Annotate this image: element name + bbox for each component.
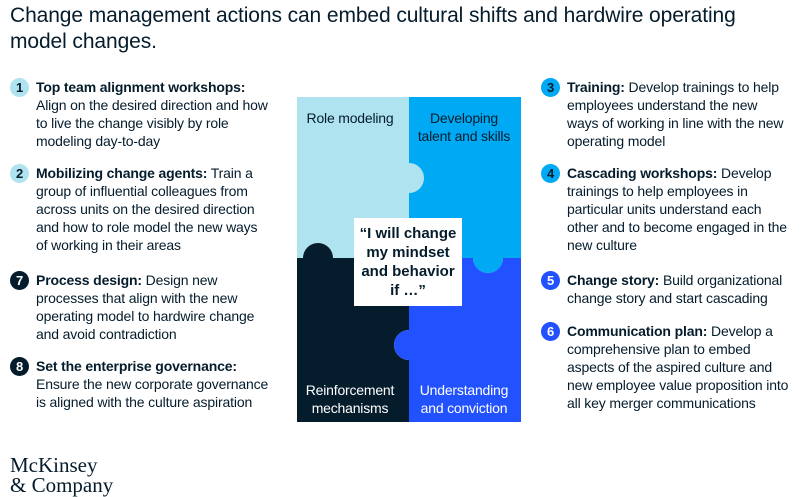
action-description: Align on the desired direction and how t… (36, 97, 268, 149)
page-title: Change management actions can embed cult… (10, 4, 736, 53)
center-quote: “I will change my mindset and behavior i… (354, 218, 462, 306)
action-description: Build organizational change story and st… (567, 272, 783, 306)
number-badge-5: 5 (541, 271, 560, 290)
action-item-1: 1 Top team alignment workshops: Align on… (10, 78, 272, 150)
action-description: Develop trainings to help employees in p… (567, 165, 787, 253)
number-badge-8: 8 (10, 357, 29, 376)
action-heading: Top team alignment workshops: (36, 79, 246, 95)
action-heading: Cascading workshops: (567, 165, 718, 181)
number-badge-4: 4 (541, 164, 560, 183)
action-heading: Training: (567, 79, 625, 95)
puzzle-label-understanding: Understanding and conviction (419, 382, 509, 416)
action-heading: Process design: (36, 272, 142, 288)
action-description: Develop a comprehensive plan to embed as… (567, 323, 789, 411)
mckinsey-logo: McKinsey & Company (10, 453, 114, 497)
action-item-6: 6 Communication plan: Develop a comprehe… (541, 322, 791, 412)
logo-line-1: McKinsey (10, 453, 98, 477)
action-heading: Mobilizing change agents: (36, 165, 208, 181)
number-badge-6: 6 (541, 322, 560, 341)
number-badge-7: 7 (10, 271, 29, 290)
action-description: Train a group of influential colleagues … (36, 165, 258, 253)
action-item-3: 3 Training: Develop trainings to help em… (541, 78, 791, 150)
action-item-2: 2 Mobilizing change agents: Train a grou… (10, 164, 272, 254)
puzzle-label-developing-talent: Developing talent and skills (417, 110, 511, 144)
action-heading: Communication plan: (567, 323, 708, 339)
action-item-8: 8 Set the enterprise governance: Ensure … (10, 357, 272, 411)
puzzle-label-role-modeling: Role modeling (306, 110, 394, 126)
action-item-7: 7 Process design: Design new processes t… (10, 271, 272, 343)
puzzle-piece-role-modeling (297, 97, 424, 258)
number-badge-1: 1 (10, 78, 29, 97)
action-heading: Set the enterprise governance: (36, 358, 237, 374)
action-description: Develop trainings to help employees unde… (567, 79, 784, 149)
puzzle-label-reinforcement: Reinforcement mechanisms (305, 382, 395, 416)
action-item-4: 4 Cascading workshops: Develop trainings… (541, 164, 791, 254)
action-description: Ensure the new corporate governance is a… (36, 376, 269, 410)
action-item-5: 5 Change story: Build organizational cha… (541, 271, 791, 307)
action-heading: Change story: (567, 272, 660, 288)
number-badge-3: 3 (541, 78, 560, 97)
action-description: Design new processes that align with the… (36, 272, 255, 342)
number-badge-2: 2 (10, 164, 29, 183)
logo-line-2: & Company (10, 473, 114, 497)
